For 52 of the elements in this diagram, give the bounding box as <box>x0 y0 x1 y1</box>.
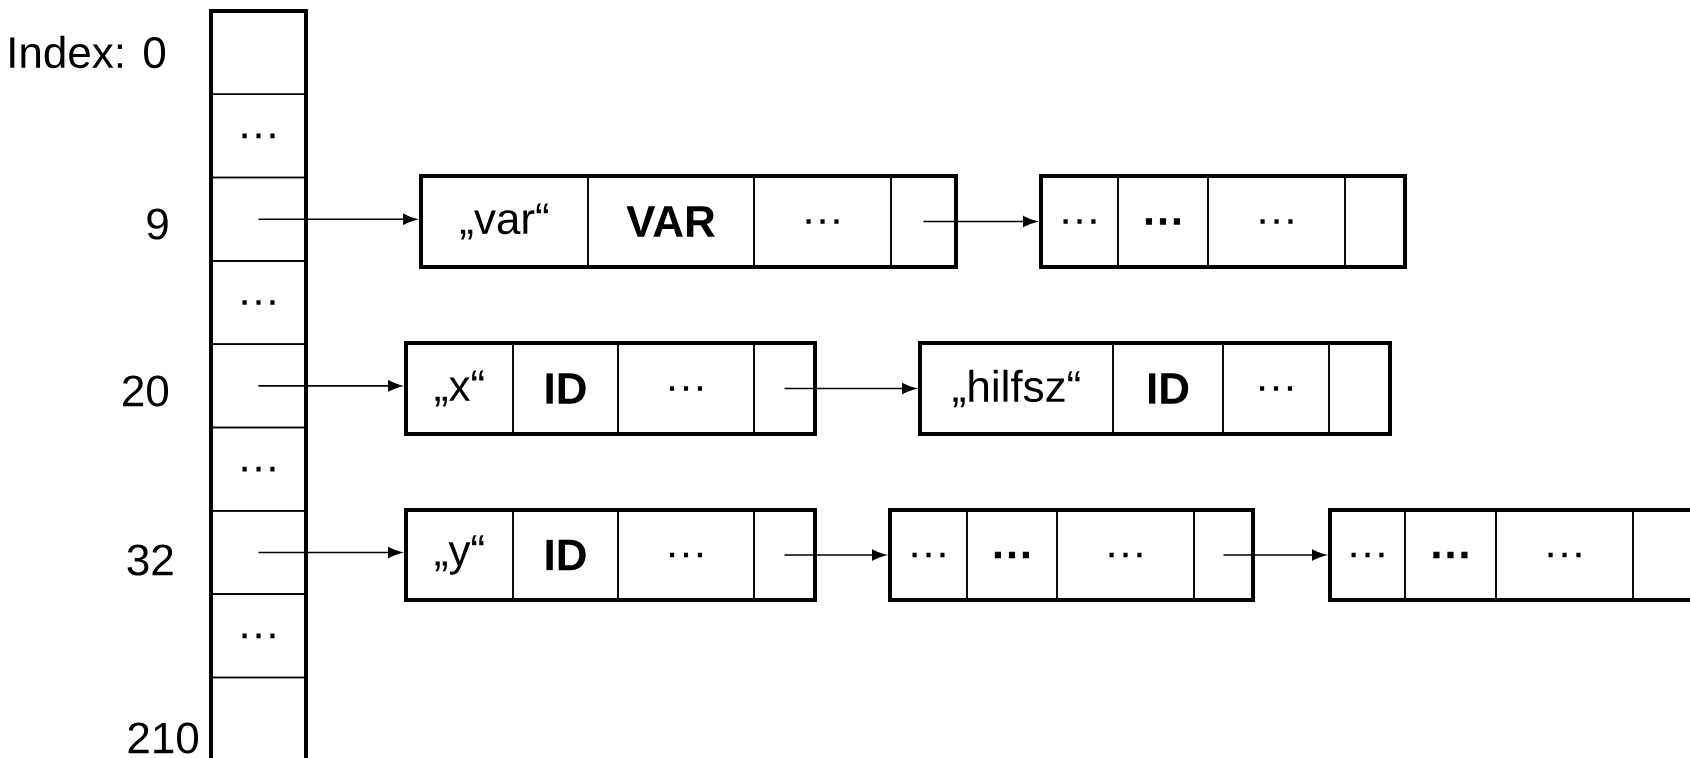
record-field: … <box>1056 509 1195 601</box>
record-field: … <box>889 509 968 601</box>
arrow <box>783 383 916 394</box>
arrow <box>257 547 402 558</box>
array-column <box>209 9 308 758</box>
record-field: … <box>1040 175 1119 268</box>
array-cell: … <box>210 426 307 512</box>
record-field: … <box>966 509 1058 601</box>
pointer-field <box>890 175 957 268</box>
index-label: 20 <box>123 375 169 407</box>
index-label: 210 <box>128 722 199 754</box>
pointer-field <box>753 342 816 435</box>
record-box <box>1039 174 1407 269</box>
arrow <box>1222 549 1326 561</box>
record-field: „x“ <box>405 342 514 435</box>
pointer-field <box>1193 509 1254 601</box>
record-field: … <box>1207 175 1346 268</box>
record-field: … <box>1222 342 1330 435</box>
pointer-field <box>1328 342 1391 435</box>
record-field: „y“ <box>405 509 514 601</box>
record-field: … <box>753 175 892 268</box>
record-field: „hilfsz“ <box>919 342 1114 435</box>
record-field: „var“ <box>420 175 589 268</box>
index-label: 32 <box>127 544 173 576</box>
record-field: … <box>617 342 755 435</box>
record-box <box>404 508 817 602</box>
record-box <box>888 508 1255 602</box>
pointer-field <box>1344 175 1406 268</box>
arrow <box>922 216 1037 227</box>
record-field: VAR <box>587 175 755 268</box>
array-cell: … <box>210 260 307 345</box>
arrow <box>257 213 417 225</box>
array-cell: … <box>210 93 307 179</box>
record-field: … <box>1329 509 1406 601</box>
record-field: … <box>1117 175 1209 268</box>
record-box <box>419 174 958 269</box>
record-box <box>918 341 1392 436</box>
record-field: … <box>617 509 755 601</box>
record-field: ID <box>512 342 619 435</box>
record-field: ID <box>1112 342 1224 435</box>
pointer-field <box>1632 509 1690 601</box>
pointer-field <box>753 509 816 601</box>
index-label: 9 <box>147 208 168 240</box>
record-box <box>1328 508 1690 602</box>
record-field: … <box>1495 509 1634 601</box>
record-box <box>404 341 817 436</box>
record-field: ID <box>512 509 619 601</box>
arrow <box>257 380 402 392</box>
arrow <box>783 549 886 561</box>
array-cell: … <box>210 593 307 679</box>
record-field: … <box>1404 509 1497 601</box>
index-label: Index: 0 <box>10 35 166 69</box>
